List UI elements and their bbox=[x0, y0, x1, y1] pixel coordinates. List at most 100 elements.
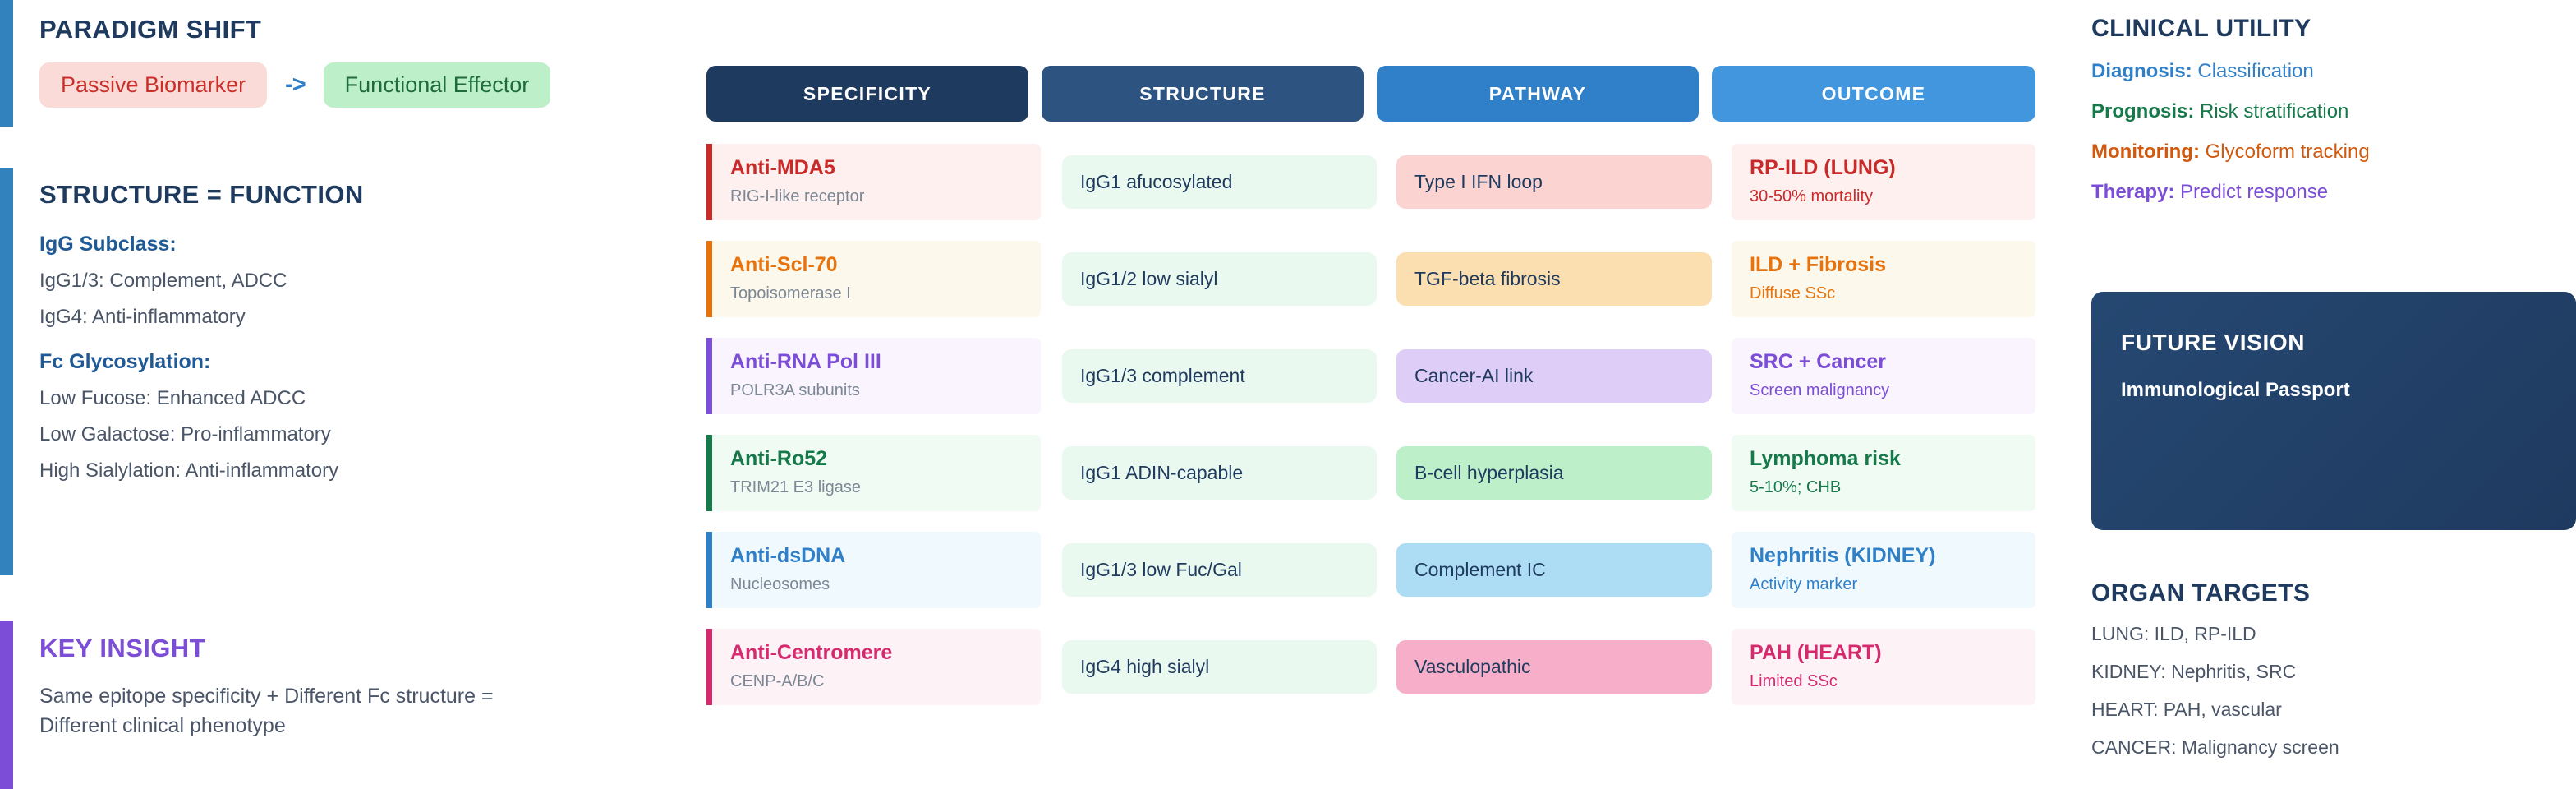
igg-subclass-heading: IgG Subclass: bbox=[39, 233, 177, 256]
table-header-structure: STRUCTURE bbox=[1042, 66, 1364, 122]
cell-outcome: Lymphoma risk 5-10%; CHB bbox=[1732, 435, 2036, 511]
cell-structure: IgG1 afucosylated bbox=[1062, 155, 1377, 209]
outcome-name: PAH (HEART) bbox=[1750, 641, 1882, 664]
outcome-detail: Limited SSc bbox=[1750, 671, 1838, 690]
clinical-utility-label: Monitoring: bbox=[2091, 141, 2200, 163]
clinical-utility-value: Glycoform tracking bbox=[2199, 141, 2370, 163]
organ-target-item: HEART: PAH, vascular bbox=[2091, 699, 2282, 720]
igg-subclass-line-1: IgG1/3: Complement, ADCC bbox=[39, 270, 288, 292]
specificity-name: Anti-Ro52 bbox=[730, 447, 828, 470]
specificity-name: Anti-dsDNA bbox=[730, 544, 846, 567]
specificity-antigen: TRIM21 E3 ligase bbox=[730, 478, 861, 496]
outcome-detail: Screen malignancy bbox=[1750, 381, 1890, 399]
cell-structure: IgG1/3 low Fuc/Gal bbox=[1062, 543, 1377, 597]
specificity-antigen: Nucleosomes bbox=[730, 574, 830, 593]
outcome-name: RP-ILD (LUNG) bbox=[1750, 156, 1896, 179]
cell-pathway: TGF-beta fibrosis bbox=[1396, 252, 1712, 306]
key-insight-block: KEY INSIGHT Same epitope specificity + D… bbox=[0, 621, 682, 789]
clinical-utility-item: Therapy: Predict response bbox=[2091, 181, 2576, 204]
cell-pathway: Complement IC bbox=[1396, 543, 1712, 597]
future-vision-card: FUTURE VISION Immunological Passport bbox=[2091, 292, 2576, 530]
outcome-name: Nephritis (KIDNEY) bbox=[1750, 544, 1936, 567]
cell-outcome: PAH (HEART) Limited SSc bbox=[1732, 629, 2036, 705]
specificity-name: Anti-Scl-70 bbox=[730, 253, 838, 276]
key-insight-line-1: Same epitope specificity + Different Fc … bbox=[39, 685, 494, 708]
specificity-antigen: Topoisomerase I bbox=[730, 284, 851, 302]
key-insight-title: KEY INSIGHT bbox=[39, 634, 205, 662]
outcome-detail: Activity marker bbox=[1750, 574, 1858, 593]
clinical-utility-label: Prognosis: bbox=[2091, 100, 2195, 122]
organ-target-item: LUNG: ILD, RP-ILD bbox=[2091, 623, 2256, 644]
specificity-antigen: RIG-I-like receptor bbox=[730, 187, 865, 205]
clinical-utility-value: Classification bbox=[2192, 60, 2314, 82]
clinical-utility-value: Risk stratification bbox=[2194, 100, 2349, 122]
fc-glyco-line-1: Low Fucose: Enhanced ADCC bbox=[39, 387, 306, 409]
key-insight-line-2: Different clinical phenotype bbox=[39, 714, 286, 738]
cell-pathway: Vasculopathic bbox=[1396, 640, 1712, 694]
table-header-outcome: OUTCOME bbox=[1712, 66, 2036, 122]
specificity-name: Anti-Centromere bbox=[730, 641, 893, 664]
cell-outcome: RP-ILD (LUNG)30-50% mortality bbox=[1732, 144, 2036, 220]
specificity-antigen: CENP-A/B/C bbox=[730, 671, 825, 690]
cell-specificity: Anti-dsDNA Nucleosomes bbox=[706, 532, 1041, 608]
clinical-utility-value: Predict response bbox=[2174, 181, 2329, 203]
outcome-name: Lymphoma risk bbox=[1750, 447, 1901, 470]
outcome-name: SRC + Cancer bbox=[1750, 350, 1887, 373]
fc-glycosylation-heading: Fc Glycosylation: bbox=[39, 350, 211, 373]
clinical-utility-item: Monitoring: Glycoform tracking bbox=[2091, 141, 2576, 164]
clinical-utility-label: Diagnosis: bbox=[2091, 60, 2192, 82]
paradigm-pill-row: Passive Biomarker -> Functional Effector bbox=[39, 62, 682, 108]
cell-structure: IgG1 ADIN-capable bbox=[1062, 446, 1377, 500]
organ-target-item: KIDNEY: Nephritis, SRC bbox=[2091, 661, 2297, 682]
specificity-name: Anti-RNA Pol III bbox=[730, 350, 881, 373]
table-header-specificity: SPECIFICITY bbox=[706, 66, 1028, 122]
future-vision-subtitle: Immunological Passport bbox=[2121, 379, 2350, 401]
cell-structure: IgG4 high sialyl bbox=[1062, 640, 1377, 694]
cell-structure: IgG1/2 low sialyl bbox=[1062, 252, 1377, 306]
left-column: PARADIGM SHIFT Passive Biomarker -> Func… bbox=[0, 0, 682, 789]
igg-subclass-line-2: IgG4: Anti-inflammatory bbox=[39, 306, 246, 328]
clinical-utility-item: Diagnosis: Classification bbox=[2091, 60, 2576, 83]
structure-function-title: STRUCTURE = FUNCTION bbox=[39, 180, 364, 209]
key-insight-text: Same epitope specificity + Different Fc … bbox=[39, 681, 682, 741]
organ-targets-list: LUNG: ILD, RP-ILD KIDNEY: Nephritis, SRC H… bbox=[2091, 623, 2576, 759]
specificity-name: Anti-MDA5 bbox=[730, 156, 835, 179]
functional-effector-pill: Functional Effector bbox=[323, 62, 551, 108]
clinical-utility-label: Therapy: bbox=[2091, 181, 2175, 203]
fc-glyco-line-3: High Sialylation: Anti-inflammatory bbox=[39, 459, 339, 482]
structure-function-block: STRUCTURE = FUNCTION IgG Subclass: IgG1/… bbox=[0, 168, 682, 575]
table-row[interactable]: Anti-dsDNA Nucleosomes IgG1/3 low Fuc/Gal C… bbox=[706, 532, 2037, 608]
structure-accent-bar bbox=[0, 168, 13, 575]
organ-targets-block: ORGAN TARGETS LUNG: ILD, RP-ILD KIDNEY: N… bbox=[2091, 579, 2576, 759]
paradigm-shift-title: PARADIGM SHIFT bbox=[39, 15, 262, 44]
paradigm-shift-block: PARADIGM SHIFT Passive Biomarker -> Func… bbox=[0, 0, 682, 127]
cell-pathway: Cancer-AI link bbox=[1396, 349, 1712, 403]
cell-pathway: B-cell hyperplasia bbox=[1396, 446, 1712, 500]
cell-outcome: Nephritis (KIDNEY) Activity marker bbox=[1732, 532, 2036, 608]
key-insight-accent-bar bbox=[0, 621, 13, 789]
clinical-utility-block: CLINICAL UTILITY Diagnosis: Classificati… bbox=[2091, 15, 2576, 204]
table-header-pathway: PATHWAY bbox=[1377, 66, 1699, 122]
outcome-detail: 5-10%; CHB bbox=[1750, 478, 1842, 496]
outcome-detail: Diffuse SSc bbox=[1750, 284, 1836, 302]
future-vision-title: FUTURE VISION bbox=[2121, 330, 2306, 355]
organ-targets-title: ORGAN TARGETS bbox=[2091, 579, 2311, 607]
right-column: CLINICAL UTILITY Diagnosis: Classificati… bbox=[2091, 0, 2576, 789]
arrow-right-icon: -> bbox=[285, 72, 306, 98]
outcome-name: ILD + Fibrosis bbox=[1750, 253, 1887, 276]
cell-pathway: Type I IFN loop bbox=[1396, 155, 1712, 209]
clinical-utility-item: Prognosis: Risk stratification bbox=[2091, 100, 2576, 123]
passive-biomarker-pill: Passive Biomarker bbox=[39, 62, 268, 108]
